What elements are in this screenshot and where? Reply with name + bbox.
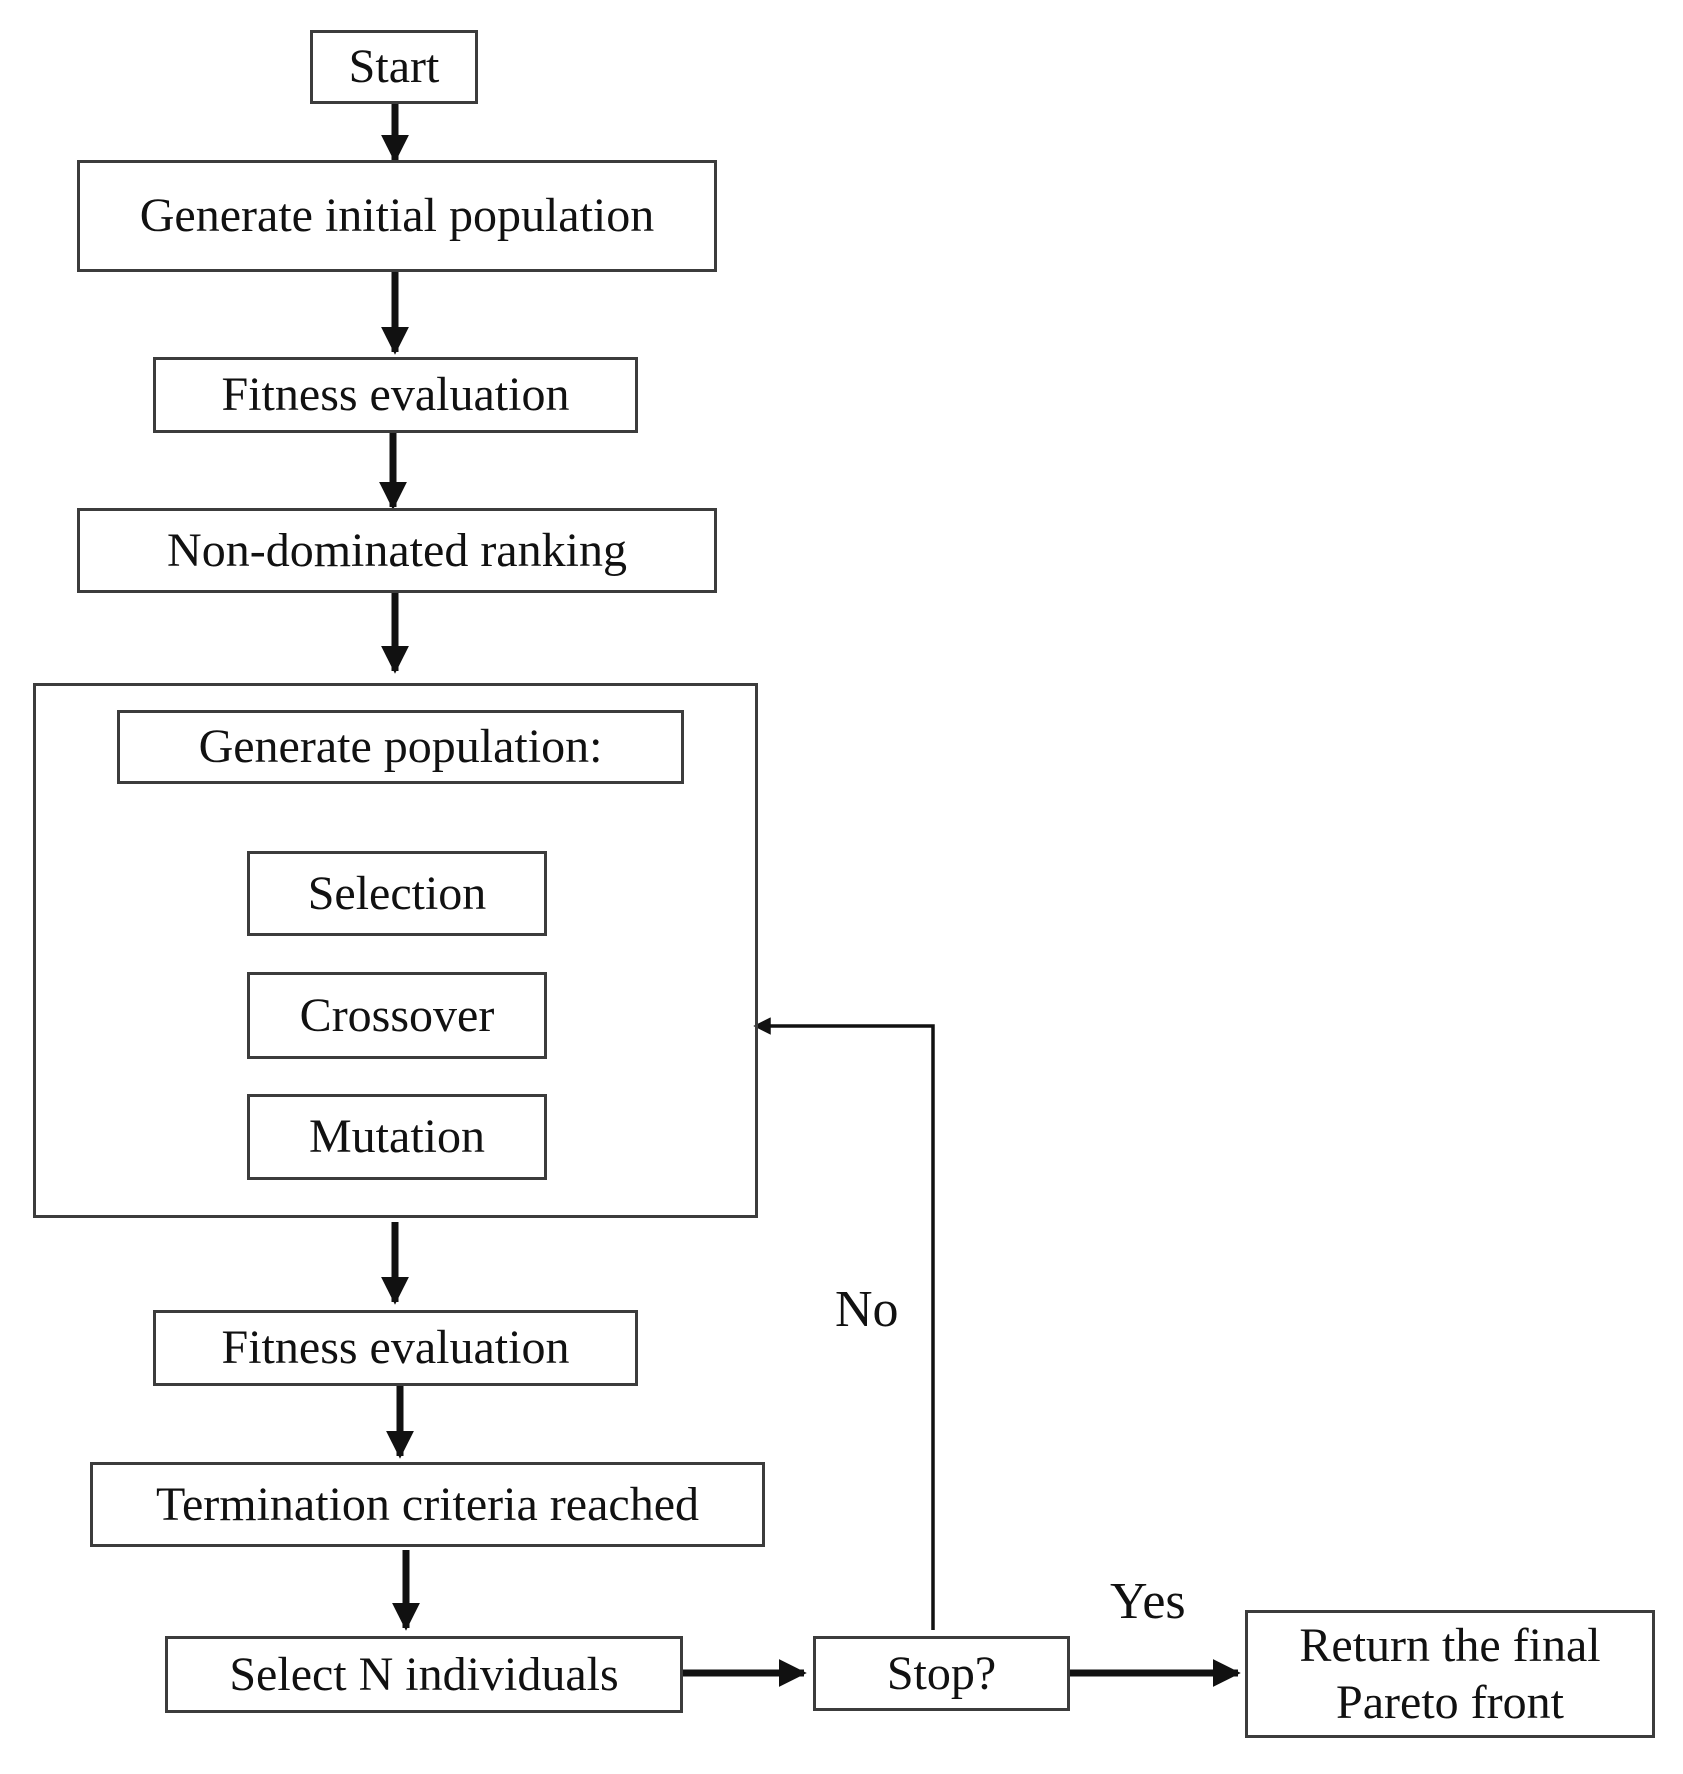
edge-label-no: No: [835, 1281, 899, 1338]
return-pareto-front-line1: Return the final: [1299, 1618, 1601, 1672]
return-pareto-front-line2: Pareto front: [1336, 1676, 1564, 1729]
start-box: Start: [310, 30, 478, 104]
arrow-stop-no-loop: [753, 1017, 935, 1630]
stop-decision-label: Stop?: [886, 1646, 997, 1700]
generate-initial-population-box: Generate initial population: [77, 160, 717, 272]
crossover-label: Crossover: [299, 988, 495, 1042]
generate-population-group: [33, 683, 758, 1218]
generate-population-box: Generate population:: [117, 710, 684, 784]
selection-box: Selection: [247, 851, 547, 936]
fitness-evaluation-box: Fitness evaluation: [153, 357, 638, 433]
crossover-box: Crossover: [247, 972, 547, 1059]
select-n-individuals-box: Select N individuals: [165, 1636, 683, 1713]
fitness-evaluation-box-2: Fitness evaluation: [153, 1310, 638, 1386]
edge-label-yes: Yes: [1110, 1573, 1186, 1630]
mutation-box: Mutation: [247, 1094, 547, 1180]
termination-criteria-label: Termination criteria reached: [156, 1477, 699, 1531]
fitness-evaluation-label-2: Fitness evaluation: [221, 1321, 570, 1375]
termination-criteria-box: Termination criteria reached: [90, 1462, 765, 1547]
mutation-label: Mutation: [309, 1110, 485, 1164]
fitness-evaluation-label: Fitness evaluation: [221, 368, 570, 422]
select-n-individuals-label: Select N individuals: [229, 1647, 619, 1701]
selection-label: Selection: [307, 866, 487, 920]
generate-initial-population-label: Generate initial population: [139, 189, 655, 243]
stop-decision-box: Stop?: [813, 1636, 1070, 1711]
return-pareto-front-box: Return the final Pareto front: [1245, 1610, 1655, 1738]
start-label: Start: [348, 40, 440, 94]
non-dominated-ranking-label: Non-dominated ranking: [167, 523, 627, 577]
non-dominated-ranking-box: Non-dominated ranking: [77, 508, 717, 593]
generate-population-label: Generate population:: [198, 720, 603, 774]
